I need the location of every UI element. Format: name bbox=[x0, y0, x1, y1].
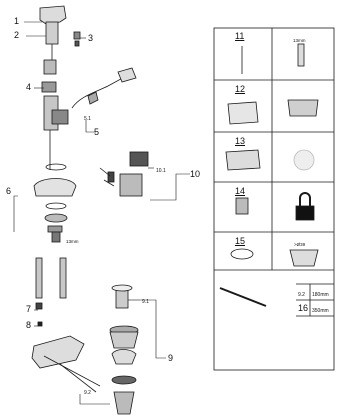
callout-3: 3 bbox=[88, 33, 94, 43]
callout-9-2: 9.2 bbox=[84, 390, 91, 396]
control-box bbox=[99, 151, 149, 197]
callout-9: 9 bbox=[168, 353, 174, 363]
base-plate bbox=[31, 335, 101, 393]
drain-assembly bbox=[109, 284, 139, 415]
callout-13mm: 13mm bbox=[66, 239, 79, 244]
table-item-15: 15 bbox=[235, 236, 246, 246]
table-item-11: 11 bbox=[235, 31, 245, 41]
callout-8: 8 bbox=[26, 320, 32, 330]
faucet-body bbox=[39, 5, 67, 45]
screw-parts bbox=[73, 31, 81, 47]
table-16-length-1: 180mm bbox=[312, 292, 329, 298]
callout-5: 5 bbox=[94, 127, 100, 137]
callout-10-1: 10.1 bbox=[156, 168, 166, 174]
reference-table bbox=[213, 27, 335, 371]
table-16-sub: 9.2 bbox=[298, 292, 305, 298]
callout-1: 1 bbox=[14, 16, 20, 26]
callout-4: 4 bbox=[26, 82, 32, 92]
callout-2: 2 bbox=[14, 30, 20, 40]
callout-5-1: 5.1 bbox=[84, 116, 91, 122]
callout-10: 10 bbox=[190, 169, 201, 179]
mounting-bolts bbox=[35, 257, 67, 327]
connection-hose bbox=[71, 67, 137, 109]
callout-6: 6 bbox=[6, 186, 12, 196]
aerator-seal-set bbox=[33, 163, 77, 243]
table-item-16: 16 bbox=[298, 303, 309, 313]
callout-7: 7 bbox=[26, 304, 32, 314]
table-item-14: 14 bbox=[235, 186, 246, 196]
table-note-diameter: >Ø39 bbox=[294, 242, 306, 247]
table-16-length-2: 350mm bbox=[312, 308, 329, 314]
table-note-13mm: 13mm bbox=[293, 38, 306, 43]
leader-lines bbox=[13, 21, 190, 405]
table-item-13: 13 bbox=[235, 136, 246, 146]
callout-9-1: 9.1 bbox=[142, 299, 149, 305]
cartridge-assembly bbox=[41, 44, 69, 170]
table-item-12: 12 bbox=[235, 84, 246, 94]
